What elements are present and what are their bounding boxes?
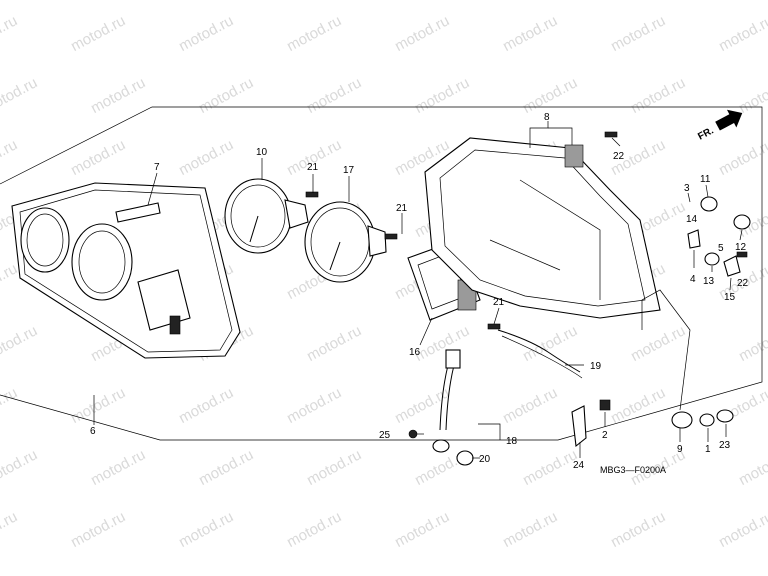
callout-2: 2 xyxy=(602,430,608,441)
callout-22-bracket-screw: 22 xyxy=(737,278,749,289)
callout-25: 25 xyxy=(379,430,391,441)
sub-harness-part xyxy=(432,349,474,466)
callout-20: 20 xyxy=(479,454,491,465)
hardware-parts xyxy=(305,131,751,439)
callout-18: 18 xyxy=(506,436,518,447)
callout-labels: 1 2 3 4 5 6 7 8 9 10 11 12 13 14 15 16 1… xyxy=(90,112,749,471)
callout-24: 24 xyxy=(573,460,585,471)
callout-5: 5 xyxy=(718,243,724,254)
callout-4: 4 xyxy=(690,274,696,285)
callout-17: 17 xyxy=(343,165,355,176)
callout-10: 10 xyxy=(256,147,268,158)
leader-lines xyxy=(93,121,743,459)
callout-8: 8 xyxy=(544,112,550,123)
stay-part xyxy=(571,405,587,448)
speedometer-gauge-part xyxy=(304,201,387,283)
meter-case-part xyxy=(424,137,661,319)
instrument-cover-part xyxy=(11,182,241,359)
tachometer-gauge-part xyxy=(224,178,309,254)
callout-14: 14 xyxy=(686,214,698,225)
callout-1: 1 xyxy=(705,444,711,455)
clip-part xyxy=(599,399,611,411)
callout-23: 23 xyxy=(719,440,731,451)
callout-11: 11 xyxy=(700,174,711,185)
callout-7: 7 xyxy=(154,162,160,173)
callout-16: 16 xyxy=(409,347,421,358)
callout-21-lcd-screw: 21 xyxy=(493,297,505,308)
callout-22-case-screw: 22 xyxy=(613,151,625,162)
front-direction-arrow-icon xyxy=(715,109,743,131)
callout-21-speedometer-screw: 21 xyxy=(396,203,408,214)
front-direction-label: FR. xyxy=(696,125,716,142)
callout-9: 9 xyxy=(677,444,683,455)
callout-3: 3 xyxy=(684,183,690,194)
front-direction-indicator: FR. xyxy=(696,109,743,143)
diagram-code: MBG3—F0200A xyxy=(600,465,666,475)
callout-6: 6 xyxy=(90,426,96,437)
callout-19: 19 xyxy=(590,361,602,372)
callout-12: 12 xyxy=(735,242,747,253)
callout-21-tachometer-screw: 21 xyxy=(307,162,319,173)
callout-15: 15 xyxy=(724,292,736,303)
callout-13: 13 xyxy=(703,276,715,287)
wire-harness-part xyxy=(497,329,581,373)
assembly-boundary xyxy=(0,106,763,441)
